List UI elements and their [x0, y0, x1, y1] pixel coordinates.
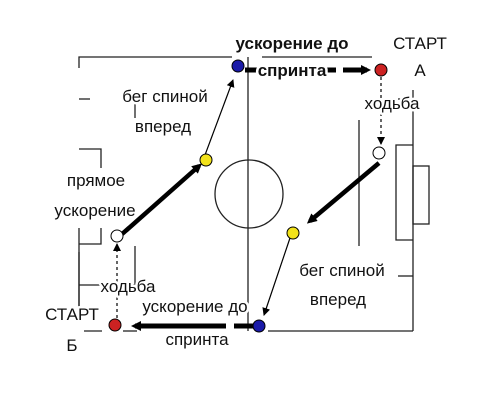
bottom-sprint-start-marker	[252, 319, 266, 333]
top-sprint-label-line2: спринта	[258, 61, 327, 80]
diagonal-arrow-left	[119, 163, 202, 237]
bottom-walk-label: ходьба	[101, 277, 157, 296]
top-back-run-arrow	[204, 79, 235, 156]
right-back-run-start-marker	[286, 226, 300, 240]
top-sprint-label-line1: ускорение до	[235, 34, 348, 53]
start-a-label: СТАРТ	[393, 34, 447, 53]
start-b-label: СТАРТ	[45, 305, 99, 324]
top-walk-label: ходьба	[365, 94, 421, 113]
right-goal	[412, 165, 430, 225]
field-lines	[78, 56, 430, 332]
straight-accel-label-line2: ускорение	[54, 201, 135, 220]
center-circle	[214, 159, 284, 229]
start-b-marker	[108, 318, 122, 332]
bottom-back-run-label-line2: вперед	[310, 290, 366, 309]
start-a-marker	[374, 63, 388, 77]
straight-accel-label-line1: прямое	[67, 171, 125, 190]
bottom-back-run-arrow	[262, 237, 291, 316]
bottom-sprint-label-line2: спринта	[165, 330, 229, 349]
left-goal-area-bottom	[79, 228, 102, 245]
left-goal-area	[79, 148, 102, 168]
top-back-run-label-line2: вперед	[135, 117, 191, 136]
field-top-line	[78, 56, 232, 62]
diagonal-arrow-right	[306, 161, 381, 224]
left-back-run-start-marker	[199, 153, 213, 167]
right-goal-area	[395, 144, 413, 241]
right-walk-end-marker	[372, 146, 386, 160]
top-sprint-start-marker	[231, 59, 245, 73]
start-b-letter: Б	[66, 336, 77, 355]
top-back-run-label-line1: бег спиной	[122, 87, 207, 106]
left-walk-end-marker	[110, 229, 124, 243]
start-a-letter: А	[414, 61, 426, 80]
bottom-back-run-label-line1: бег спиной	[299, 261, 384, 280]
bottom-sprint-label-line1: ускорение до	[142, 297, 247, 316]
